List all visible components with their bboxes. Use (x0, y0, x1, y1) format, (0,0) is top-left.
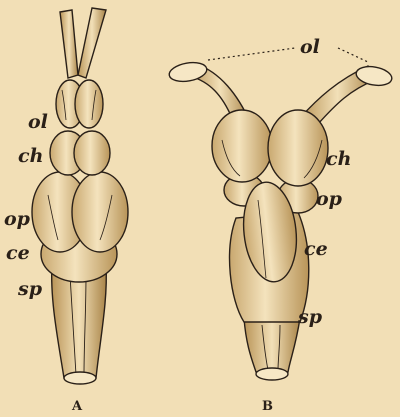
hemisphere-left-b (212, 110, 272, 182)
label-ce-b: ce (304, 240, 328, 259)
label-ol-a: ol (28, 113, 48, 132)
label-op-b: op (316, 190, 342, 209)
label-ch-a: ch (18, 147, 43, 166)
label-sp-b: sp (298, 308, 322, 327)
label-ch-b: ch (326, 150, 351, 169)
spinal-cord-end-a (64, 372, 96, 384)
spinal-cord-end-b (256, 368, 288, 380)
olfactory-nerve-left (60, 10, 78, 78)
brain-a (32, 8, 128, 384)
olfactory-lobe-right-a (75, 80, 103, 128)
label-ol-b: ol (300, 38, 320, 57)
spinal-cord-b (244, 318, 300, 372)
label-sp-a: sp (18, 280, 42, 299)
brain-b (168, 48, 394, 380)
caption-a: A (72, 400, 83, 413)
label-op-a: op (4, 210, 30, 229)
caption-b: B (262, 400, 274, 413)
hemisphere-right-b (268, 110, 328, 186)
ol-leader-line (208, 48, 368, 62)
hemisphere-right-a (74, 131, 110, 175)
olfactory-nerve-right (78, 8, 106, 78)
label-ce-a: ce (6, 244, 30, 263)
